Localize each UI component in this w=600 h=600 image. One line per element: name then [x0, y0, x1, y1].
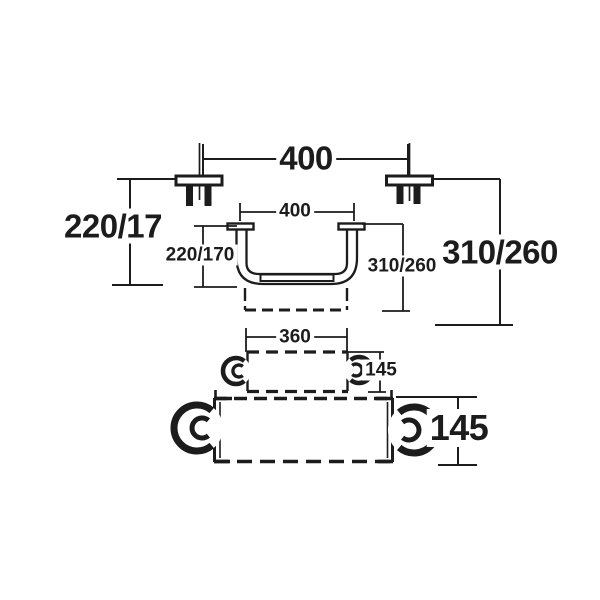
dim-label-wall-right-height: 310/260: [439, 234, 561, 270]
dim-label-bar-left-height: 220/170: [162, 244, 238, 266]
rail-front-view: [194, 203, 410, 312]
dim-label-seat-depth: 145: [362, 359, 400, 381]
dim-label-bar-right-height: 310/260: [364, 255, 440, 277]
dim-label-bar-width: 400: [276, 200, 314, 222]
dim-label-top-width: 400: [276, 140, 336, 176]
dim-label-wall-left-height: 220/17: [61, 208, 165, 244]
dim-label-seat-width: 360: [276, 326, 314, 348]
dim-label-roll-depth: 145: [426, 409, 492, 447]
